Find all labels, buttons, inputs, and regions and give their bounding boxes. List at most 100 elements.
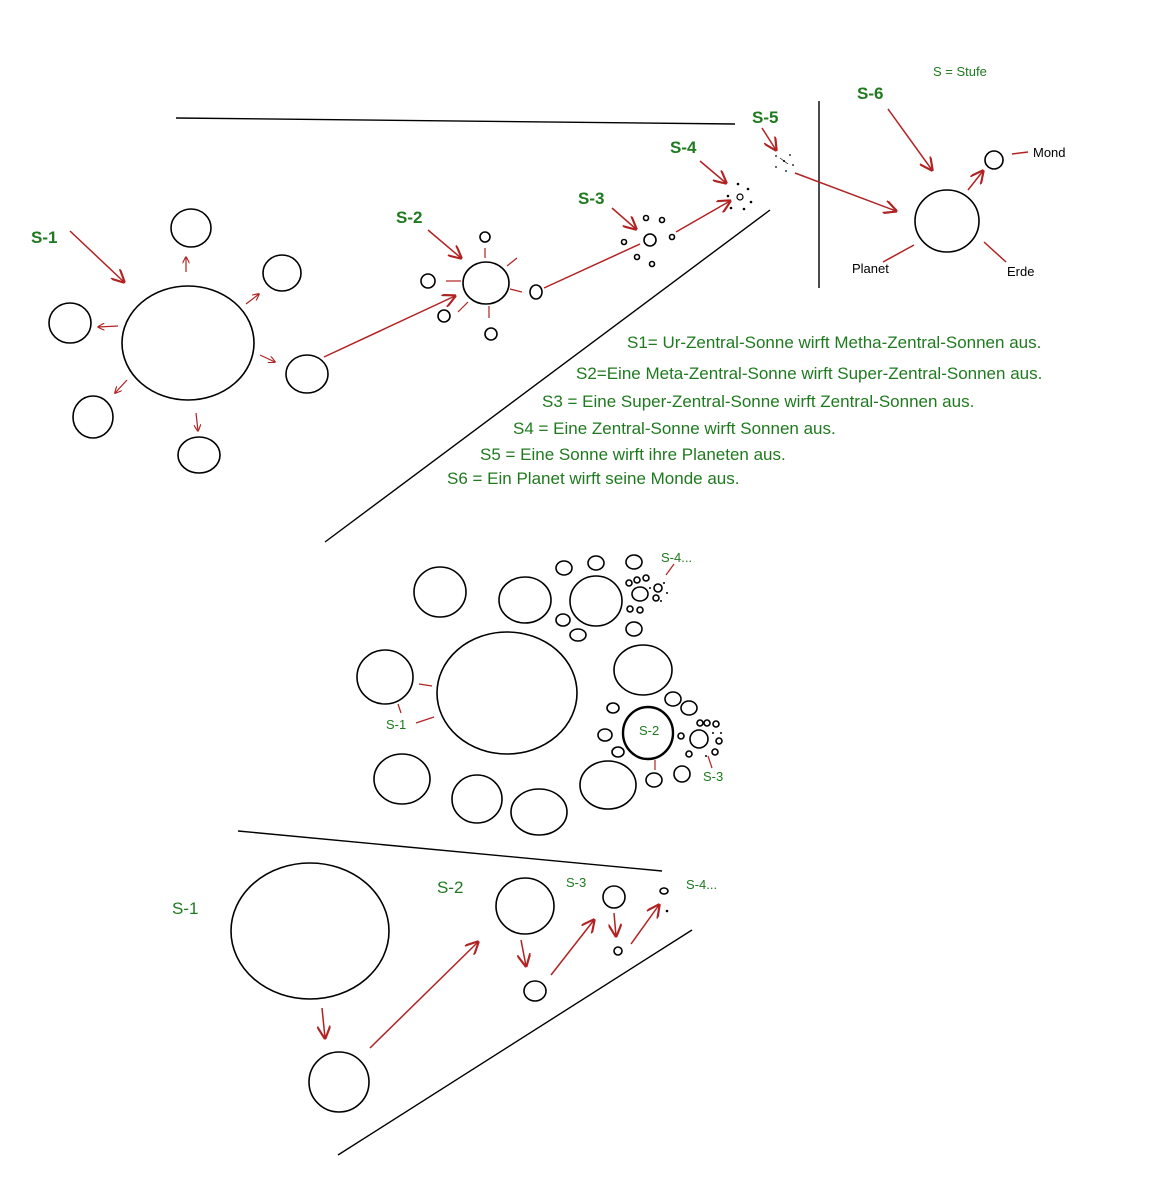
cluster-body [373, 753, 431, 805]
cluster-body [613, 644, 673, 696]
cluster-tick [415, 716, 435, 724]
erde-label-line [983, 241, 1007, 263]
cluster-body [510, 788, 568, 836]
cluster-dot [705, 755, 707, 757]
bottom-label-s1: S-1 [172, 899, 198, 918]
bottom-label-s2: S-2 [437, 878, 463, 897]
moon [984, 150, 1004, 170]
eject-tick [509, 288, 523, 293]
mond-label-line [1011, 151, 1029, 155]
cluster-small [642, 574, 650, 582]
s3-satellite [648, 260, 656, 268]
s1-satellite [72, 395, 114, 439]
s3-satellite [668, 233, 676, 241]
cluster-small [555, 560, 573, 576]
eject-arrow [98, 326, 119, 327]
legend-line: S5 = Eine Sonne wirft ihre Planeten aus. [480, 445, 786, 464]
label-earth: Erde [1007, 264, 1034, 279]
s3-satellite [620, 238, 628, 246]
moon-eject-arrow [967, 171, 983, 191]
cluster-body [356, 649, 414, 705]
eject-arrow [115, 379, 128, 393]
bottom-eject-arrow [614, 912, 616, 936]
cluster-small [606, 702, 620, 714]
bottom-eject-arrow [322, 1007, 325, 1038]
bottom-s3-sun [602, 885, 626, 909]
cluster-body [498, 576, 552, 624]
bottom-chain-arrow [550, 920, 594, 976]
label-s6: S-6 [857, 84, 883, 103]
cluster-body [569, 575, 623, 627]
legend: S1= Ur-Zentral-Sonne wirft Metha-Zentral… [447, 333, 1042, 488]
cluster-small [664, 691, 682, 707]
bottom-funnel-top-line [237, 830, 663, 872]
cluster-dot [666, 592, 668, 594]
eject-tick [506, 257, 518, 267]
s1-central-sun [121, 285, 255, 401]
eject-arrow [245, 294, 259, 305]
cluster-central-sun [436, 631, 578, 755]
s3-pointer-arrow [611, 207, 636, 229]
eject-tick [457, 301, 469, 313]
chain-arrow [794, 172, 896, 211]
s4-pointer-arrow [699, 160, 726, 183]
s3-satellite [642, 214, 650, 222]
label-s5: S-5 [752, 108, 778, 127]
bottom-s1-ejected [308, 1051, 370, 1113]
s2-satellite [437, 309, 451, 323]
legend-line: S3 = Eine Super-Zentral-Sonne wirft Zent… [542, 392, 974, 411]
nested-cluster: S-1 S-2 S-3 S-4... [356, 550, 723, 836]
cluster-small [555, 613, 571, 627]
bottom-sequence: S-1 S-2 S-3 S-4... [172, 830, 717, 1156]
chain-arrow [543, 243, 641, 289]
s3-satellite [633, 253, 641, 261]
legend-line: S4 = Eine Zentral-Sonne wirft Sonnen aus… [513, 419, 836, 438]
cluster-small [680, 700, 698, 716]
cluster-dot [712, 732, 714, 734]
cluster-label-s1: S-1 [386, 717, 406, 732]
s1-satellite [262, 254, 302, 292]
bottom-s4-ejected [665, 909, 669, 913]
cluster-small [673, 765, 691, 783]
cluster-small [631, 586, 649, 602]
cluster-small [685, 750, 693, 758]
cluster-small [696, 719, 704, 727]
s5-pointer-arrow [761, 127, 776, 150]
s2-satellite [529, 284, 543, 300]
cluster-label-s4: S-4... [661, 550, 692, 565]
bottom-s2-ejected [523, 980, 547, 1002]
cluster-small [569, 628, 587, 642]
s1-satellite [177, 436, 221, 474]
s2-pointer-arrow [427, 229, 461, 258]
cluster-label-s2: S-2 [639, 723, 659, 738]
s2-satellite [420, 273, 436, 289]
cluster-small [625, 579, 633, 587]
funnel-bottom-line [324, 209, 771, 543]
cluster-small [653, 583, 663, 593]
legend-line: S2=Eine Meta-Zentral-Sonne wirft Super-Z… [576, 364, 1042, 383]
label-s1: S-1 [31, 228, 57, 247]
label-planet: Planet [852, 261, 889, 276]
cluster-dot [660, 600, 662, 602]
cluster-tick [707, 755, 713, 769]
cluster-small [715, 737, 723, 745]
label-moon: Mond [1033, 145, 1066, 160]
cluster-small [625, 554, 643, 570]
cluster-tick [665, 563, 675, 576]
key-label: S = Stufe [933, 64, 987, 79]
s5-cluster [775, 154, 794, 172]
funnel-top-line [175, 117, 736, 125]
s1-satellite [170, 208, 212, 248]
bottom-s2-sun [495, 877, 555, 935]
bottom-funnel-bottom-line [337, 929, 693, 1156]
planet-earth [914, 189, 980, 253]
s6-pointer-arrow [887, 108, 932, 170]
bottom-s3-ejected [613, 946, 623, 956]
label-s2: S-2 [396, 208, 422, 227]
cluster-small [611, 746, 625, 758]
cluster-tick [397, 703, 402, 714]
cluster-small [597, 728, 613, 742]
s2-sun [462, 261, 510, 305]
s1-satellite [285, 354, 329, 394]
